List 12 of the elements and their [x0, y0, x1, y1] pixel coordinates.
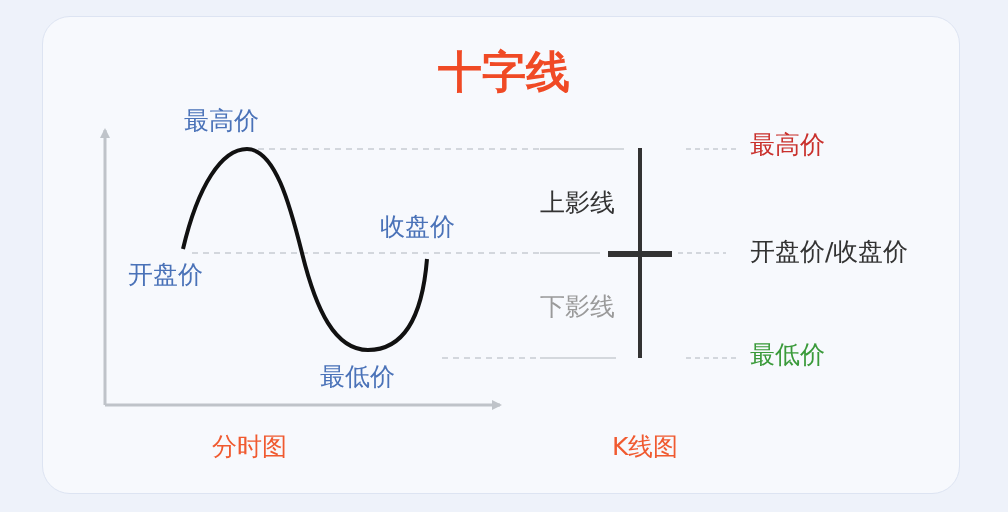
title: 十字线: [437, 46, 571, 98]
price-label: 开盘价/收盘价: [750, 236, 909, 268]
price-label: 最高价: [184, 105, 259, 137]
price-label: 开盘价: [128, 259, 203, 291]
price-label: 最高价: [750, 129, 825, 161]
price-label: K线图: [612, 431, 679, 463]
price-label: 收盘价: [380, 211, 455, 243]
price-label: 最低价: [750, 339, 825, 371]
price-label: 分时图: [212, 431, 287, 463]
price-label: 上影线: [540, 187, 615, 219]
price-label: 最低价: [320, 361, 395, 393]
price-label: 下影线: [540, 291, 615, 323]
